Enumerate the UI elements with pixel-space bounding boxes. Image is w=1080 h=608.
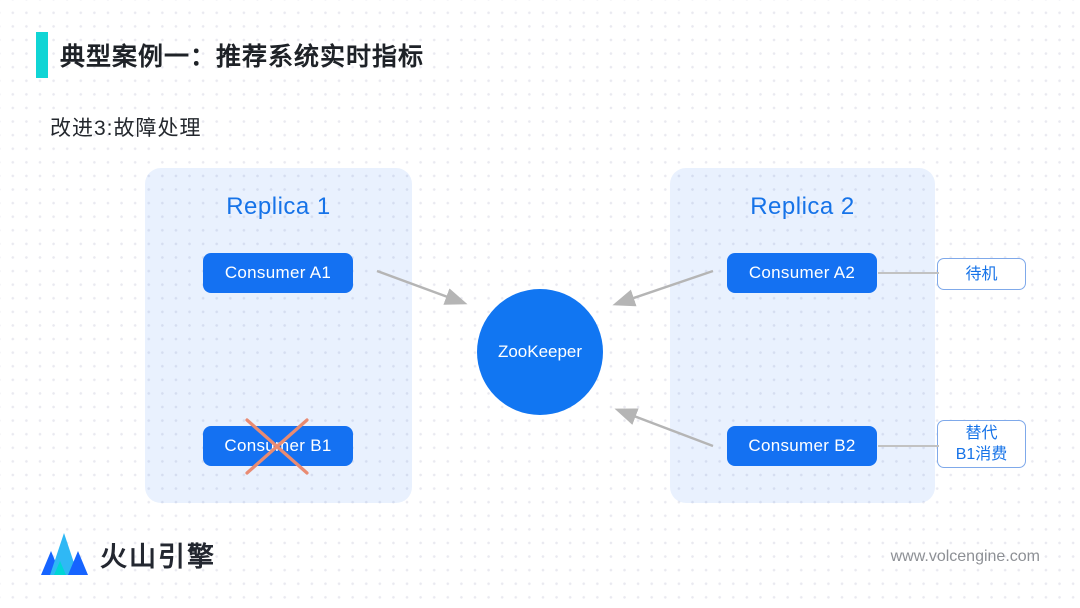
volcengine-logo: 火山引擎	[40, 531, 216, 577]
annotation-standby: 待机	[937, 258, 1026, 290]
slide-title: 典型案例一：推荐系统实时指标	[60, 43, 425, 71]
zookeeper-node: ZooKeeper	[477, 289, 603, 415]
consumer-b2-node: Consumer B2	[727, 426, 877, 466]
brand-name: 火山引擎	[100, 541, 216, 572]
annotation-standby-text: 待机	[965, 265, 998, 283]
title-accent-bar	[36, 32, 48, 78]
consumer-a2-node: Consumer A2	[727, 253, 877, 293]
annotation-replace-b1: 替代 B1消费	[937, 420, 1026, 468]
slide-header: 典型案例一：推荐系统实时指标	[36, 32, 424, 78]
slide-subtitle: 改进3:故障处理	[50, 117, 202, 140]
annotation-replace-line2: B1消费	[955, 446, 1008, 463]
replica-1-title: Replica 1	[226, 193, 331, 220]
consumer-b1-node: Consumer B1	[203, 426, 353, 466]
consumer-a1-node: Consumer A1	[203, 253, 353, 293]
volcano-mountain-icon	[41, 533, 88, 575]
replica-2-title: Replica 2	[750, 193, 855, 220]
annotation-replace-line1: 替代	[965, 425, 998, 442]
footer-url: www.volcengine.com	[890, 548, 1040, 565]
